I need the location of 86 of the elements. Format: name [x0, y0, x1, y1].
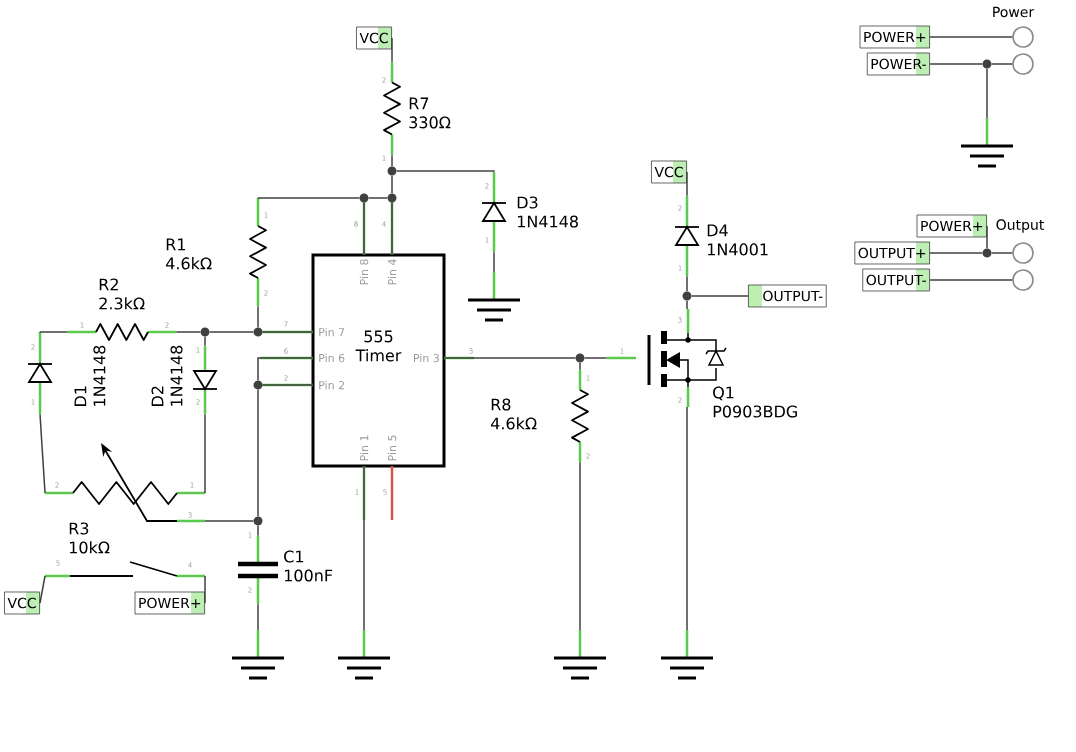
wire — [391, 174, 393, 195]
ground-symbol — [661, 630, 713, 680]
part-label: D2 1N4148 — [151, 345, 183, 406]
part-label: R8 4.6kΩ — [491, 398, 537, 430]
connector-heading: Output — [996, 219, 1044, 233]
pin-label: Pin 6 — [319, 353, 345, 363]
part-label: Q1 P0903BDG — [713, 386, 797, 418]
wire — [391, 37, 393, 63]
wire — [261, 384, 314, 386]
wire — [686, 406, 688, 631]
wire — [690, 295, 749, 297]
terminal-circle — [1012, 53, 1034, 75]
ground-symbol — [232, 630, 284, 680]
wire — [257, 388, 259, 518]
net-label: POWER+ — [134, 591, 205, 615]
wire — [175, 331, 202, 333]
net-label: VCC — [4, 591, 40, 615]
wire — [39, 413, 46, 494]
net-label: OUTPUT- — [862, 268, 930, 292]
wire — [990, 63, 1013, 65]
wire — [257, 524, 259, 537]
wire — [929, 279, 1013, 281]
net-label: POWER+ — [916, 214, 987, 238]
wire — [257, 603, 259, 631]
pin-label: Pin 7 — [319, 327, 345, 337]
part-label: R2 2.3kΩ — [99, 278, 145, 310]
terminal-circle — [1012, 26, 1034, 48]
wire — [929, 63, 984, 65]
part-label: R1 4.6kΩ — [166, 238, 212, 270]
wire — [257, 305, 259, 329]
wire — [929, 252, 984, 254]
net-label: OUTPUT- — [748, 284, 827, 308]
wire — [204, 335, 206, 347]
wire — [261, 331, 314, 333]
switch-symbol — [45, 561, 205, 578]
wire — [443, 357, 577, 359]
ground-symbol — [338, 630, 390, 680]
wire — [257, 197, 361, 199]
wire — [686, 275, 688, 293]
wire — [39, 575, 46, 604]
ground-symbol — [961, 118, 1013, 168]
wire — [257, 357, 314, 382]
part-label: D3 1N4148 — [517, 196, 578, 228]
wire — [579, 361, 581, 371]
pin-label: Pin 8 — [359, 259, 369, 285]
wire — [986, 225, 988, 250]
wire — [204, 575, 206, 604]
wire — [986, 67, 988, 119]
ground-symbol — [468, 272, 520, 322]
terminal-circle — [1012, 269, 1034, 291]
wire — [391, 154, 393, 168]
wire — [391, 201, 393, 256]
wire — [579, 461, 581, 631]
net-label: POWER+ — [859, 25, 930, 49]
chip-label: 555 Timer — [355, 330, 402, 362]
wire — [363, 465, 365, 631]
pin-label: Pin 2 — [319, 380, 344, 390]
wire — [583, 357, 608, 359]
wire — [367, 197, 389, 199]
wire — [395, 170, 495, 173]
net-label: OUTPUT+ — [854, 241, 930, 265]
part-label: R7 330Ω — [409, 97, 451, 129]
wire — [686, 299, 688, 310]
ground-symbol — [554, 630, 606, 680]
part-label: D4 1N4001 — [707, 224, 768, 256]
net-label: VCC — [356, 26, 392, 50]
part-label: D1 1N4148 — [74, 345, 106, 406]
wire — [204, 520, 255, 522]
pin-label: Pin 4 — [387, 259, 397, 285]
part-label: R3 10kΩ — [69, 522, 110, 554]
pin-label: Pin 5 — [387, 435, 397, 461]
wire — [929, 36, 1013, 38]
wire — [39, 331, 69, 333]
pin-label: Pin 3 — [414, 353, 439, 363]
wire — [204, 413, 206, 494]
part-label: C1 100nF — [284, 550, 333, 582]
connector-heading: Power — [993, 6, 1035, 18]
wire — [363, 201, 365, 256]
net-label: POWER- — [866, 52, 930, 76]
wire — [493, 251, 495, 273]
wire — [686, 171, 688, 197]
terminal-circle — [1012, 242, 1034, 264]
wire — [208, 331, 255, 333]
wire — [990, 252, 1013, 254]
pin-label: Pin 1 — [359, 435, 369, 461]
net-label: VCC — [651, 160, 687, 184]
